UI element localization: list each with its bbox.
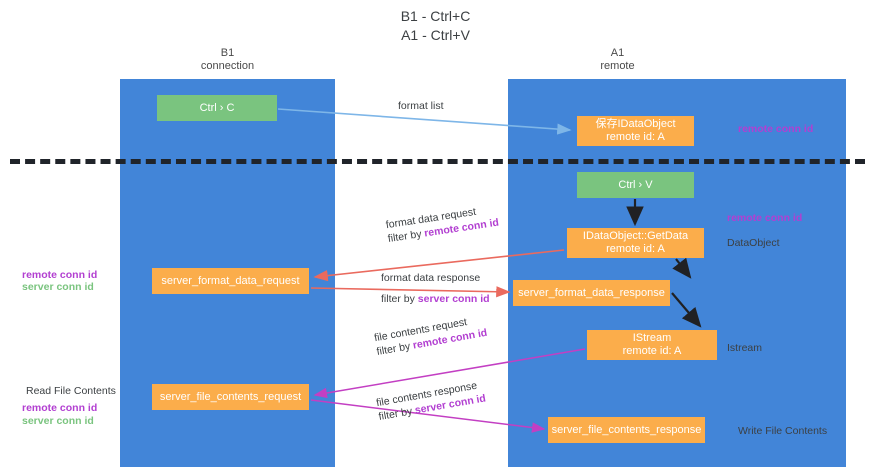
node-save-idataobject-remote-id: remote id: A <box>606 131 665 143</box>
filter-prefix: filter by <box>387 227 426 246</box>
node-server-file-contents-response[interactable]: server_file_contents_response <box>548 417 705 443</box>
edge-label-format-data-request: format data request filter by remote con… <box>385 202 500 246</box>
column-header-a1-role: remote <box>600 60 635 72</box>
node-server-format-data-response[interactable]: server_format_data_response <box>513 280 670 306</box>
node-ctrl-v-label: Ctrl › V <box>618 178 653 191</box>
annotation-left-server-conn-id-a: server conn id <box>22 281 94 293</box>
column-header-b1: B1 connection <box>155 47 300 73</box>
column-header-a1-name: A1 <box>610 47 625 59</box>
node-ctrl-v[interactable]: Ctrl › V <box>577 172 694 198</box>
node-idataobject-getdata[interactable]: IDataObject::GetData remote id: A <box>567 228 704 258</box>
page-title: B1 - Ctrl+C A1 - Ctrl+V <box>0 7 871 45</box>
column-header-b1-role: connection <box>200 60 255 72</box>
edge-label-format-data-response-filter: filter by server conn id <box>381 292 490 306</box>
node-ctrl-c[interactable]: Ctrl › C <box>157 95 277 121</box>
title-line-1: B1 - Ctrl+C <box>400 8 471 24</box>
node-istream-label: IStream <box>632 332 672 344</box>
node-server-format-data-response-label: server_format_data_response <box>518 286 665 299</box>
edge-label-format-data-response: format data response filter by server co… <box>381 271 490 306</box>
node-istream-remote-id: remote id: A <box>622 345 682 357</box>
node-idataobject-getdata-label: IDataObject::GetData <box>582 230 689 242</box>
annotation-remote-conn-id-mid: remote conn id <box>727 212 803 224</box>
phase-divider <box>10 159 865 164</box>
node-server-format-data-request[interactable]: server_format_data_request <box>152 268 309 294</box>
edge-label-format-list: format list <box>398 99 444 113</box>
annotation-read-file-contents: Read File Contents <box>26 385 116 397</box>
annotation-remote-conn-id-top: remote conn id <box>738 123 814 135</box>
column-header-b1-name: B1 <box>220 47 235 59</box>
annotation-dataobject: DataObject <box>727 237 780 249</box>
annotation-istream: Istream <box>727 342 763 354</box>
node-idataobject-getdata-remote-id: remote id: A <box>606 243 665 255</box>
edge-label-file-contents-request: file contents request filter by remote c… <box>373 312 488 359</box>
node-save-idataobject-label: 保存IDataObject <box>595 118 676 130</box>
edge-label-file-contents-response: file contents response filter by server … <box>375 378 487 424</box>
node-ctrl-c-label: Ctrl › C <box>199 101 235 114</box>
node-server-file-contents-response-label: server_file_contents_response <box>551 423 702 436</box>
title-line-2: A1 - Ctrl+V <box>401 27 470 43</box>
annotation-left-server-conn-id-b: server conn id <box>22 415 94 427</box>
filter-key-server-conn-id: server conn id <box>417 293 490 305</box>
edge-label-format-data-response-text: format data response <box>381 272 481 284</box>
annotation-left-remote-conn-id-a: remote conn id <box>22 269 98 281</box>
filter-prefix: filter by <box>381 293 418 305</box>
edge-label-format-list-text: format list <box>398 100 444 112</box>
annotation-left-remote-conn-id-b: remote conn id <box>22 402 98 414</box>
node-server-format-data-request-label: server_format_data_request <box>161 274 300 287</box>
node-save-idataobject[interactable]: 保存IDataObject remote id: A <box>577 116 694 146</box>
annotation-write-file-contents: Write File Contents <box>738 425 828 437</box>
column-header-a1: A1 remote <box>545 47 690 73</box>
node-istream[interactable]: IStream remote id: A <box>587 330 717 360</box>
node-server-file-contents-request-label: server_file_contents_request <box>159 390 302 403</box>
node-server-file-contents-request[interactable]: server_file_contents_request <box>152 384 309 410</box>
